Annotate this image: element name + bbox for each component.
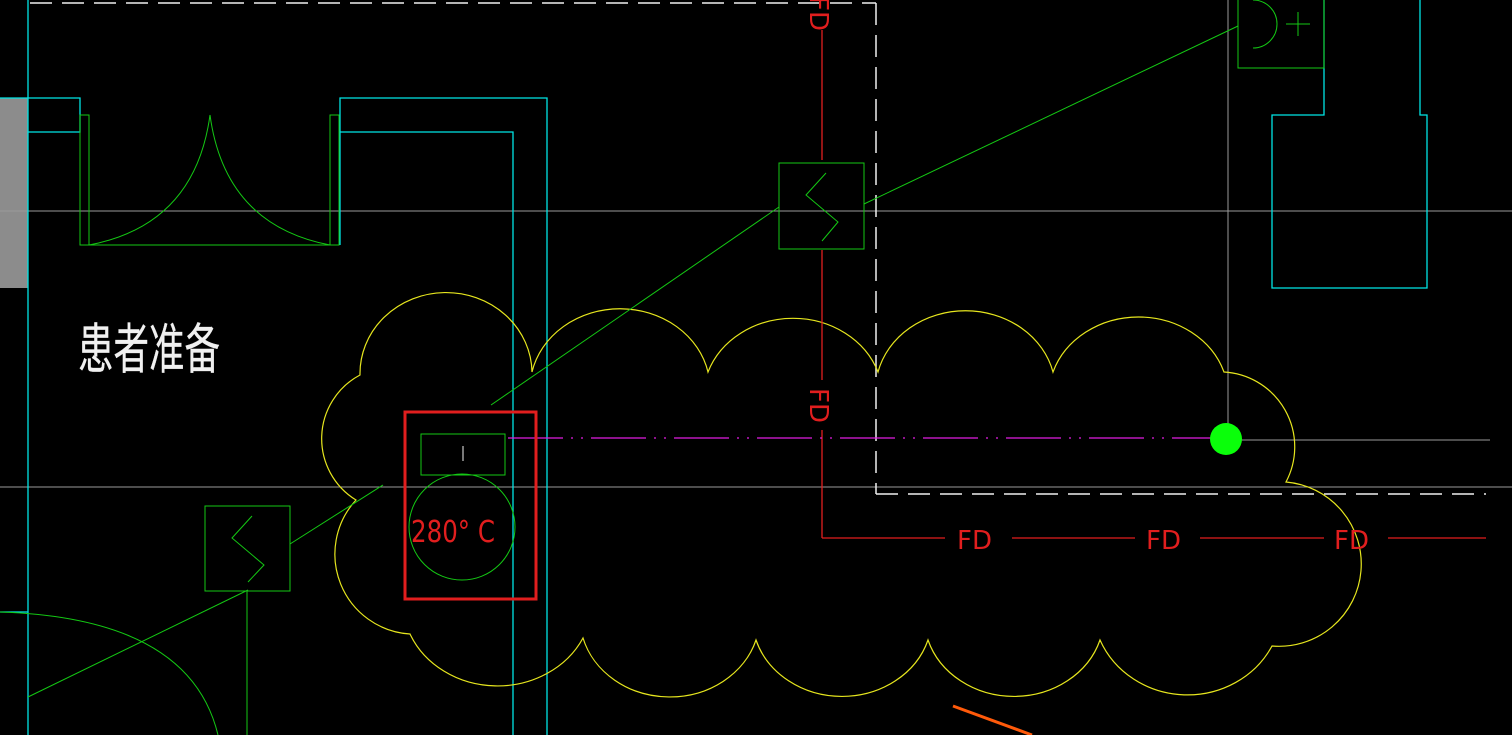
construction-lines [0, 0, 1512, 488]
room-label: 患者准备 [78, 318, 220, 381]
revision-cloud [321, 291, 1362, 698]
fd-label-1: FD [957, 526, 992, 556]
wiring-lines [27, 25, 1239, 735]
junction-symbol-top-right[interactable] [1237, 0, 1325, 69]
fd-label-vertical: FD [803, 388, 833, 423]
damper-temperature-label: 280° C [411, 515, 495, 550]
fd-label-top-partial: FD [803, 0, 833, 31]
double-door [79, 114, 340, 246]
fire-damper-symbol[interactable]: 280° C [403, 410, 538, 601]
door-swing-arc [0, 611, 219, 735]
left-gray-panel [0, 98, 28, 288]
fire-damper-line [821, 30, 1486, 539]
orange-line-segment [952, 704, 1033, 735]
sensor-symbol-upper[interactable] [778, 162, 865, 250]
sensor-symbol-lower[interactable] [204, 505, 291, 592]
grip-node[interactable] [1210, 423, 1242, 455]
dashed-boundary [30, 2, 1486, 495]
fd-label-3: FD [1334, 526, 1369, 556]
fd-label-2: FD [1146, 526, 1181, 556]
